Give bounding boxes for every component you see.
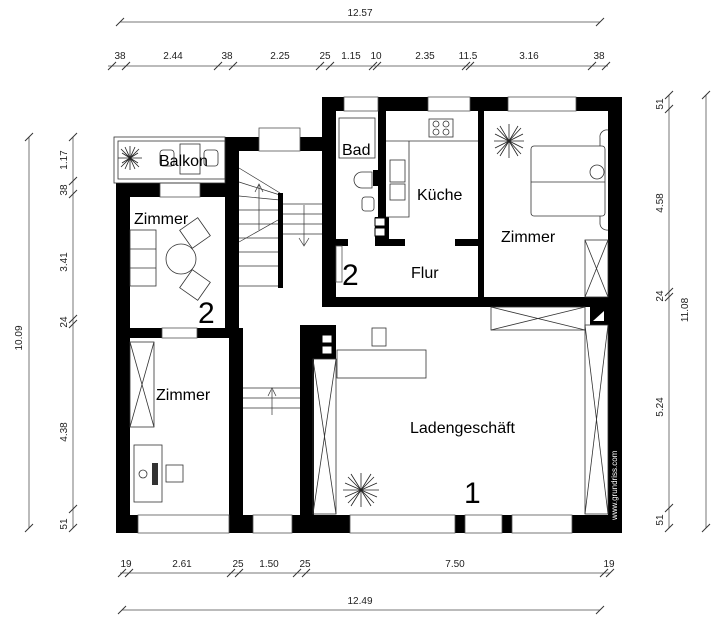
dim-left-total: 10.09 (14, 325, 25, 350)
dim-left-seg-4: 4.38 (59, 422, 70, 442)
dim-top-seg-10: 38 (593, 51, 605, 62)
dim-top-seg-6: 10 (370, 51, 382, 62)
dim-top-seg-9: 3.16 (519, 51, 539, 62)
plant-icon (494, 124, 524, 158)
plant-icon (343, 473, 379, 507)
dim-left-seg-2: 3.41 (59, 252, 70, 272)
dim-top-seg-2: 38 (221, 51, 233, 62)
unit-number-1: 1 (464, 477, 481, 510)
room-bad: Bad (338, 117, 386, 237)
room-label-zimmer-right: Zimmer (501, 229, 556, 246)
room-label-balkon: Balkon (159, 153, 208, 170)
dim-bottom-seg-6: 19 (603, 559, 615, 570)
bottom-dimensions: 19 2.61 25 1.50 25 7.50 19 12.49 (117, 559, 615, 615)
right-dimensions: 51 4.58 24 5.24 51 11.08 (655, 90, 711, 533)
dim-bottom-seg-1: 2.61 (172, 559, 192, 570)
staircase (238, 167, 322, 415)
watermark: www.grundriss.com (610, 450, 619, 521)
dim-top-seg-3: 2.25 (270, 51, 290, 62)
dim-top-seg-8: 11.5 (459, 51, 478, 62)
dim-left-seg-5: 51 (59, 518, 70, 530)
dim-bottom-seg-3: 1.50 (259, 559, 279, 570)
room-label-ladengeschaeft: Ladengeschäft (410, 420, 516, 437)
room-label-flur: Flur (411, 265, 439, 282)
room-zimmer-upper-left: Zimmer 2 (129, 211, 215, 330)
dim-top-seg-4: 25 (319, 51, 331, 62)
room-ladengeschaeft: Ladengeschäft 1 (312, 306, 609, 515)
room-flur: 2 Flur (335, 245, 439, 292)
dim-right-seg-1: 4.58 (655, 193, 666, 213)
balcony: Balkon (113, 136, 226, 184)
room-label-zimmer-lower-left: Zimmer (156, 387, 211, 404)
dim-top-seg-0: 38 (114, 51, 126, 62)
dim-top-seg-7: 2.35 (415, 51, 435, 62)
dim-left-seg-1: 38 (59, 184, 70, 196)
dim-left-seg-0: 1.17 (59, 150, 70, 170)
dim-right-seg-4: 51 (655, 514, 666, 526)
room-zimmer-right: Zimmer (494, 124, 609, 298)
dim-right-seg-3: 5.24 (655, 397, 666, 417)
dim-right-total: 11.08 (680, 297, 691, 322)
room-label-bad: Bad (342, 142, 370, 159)
room-zimmer-lower-left: Zimmer (129, 341, 211, 503)
room-label-zimmer-upper-left: Zimmer (134, 211, 189, 228)
room-kueche: Küche (386, 118, 478, 218)
unit-number-2-flur: 2 (342, 259, 359, 292)
dim-bottom-seg-2: 25 (232, 559, 244, 570)
top-dimensions: 12.57 38 2.44 38 2.25 25 1.15 10 2.35 11… (107, 8, 611, 71)
dim-top-seg-5: 1.15 (341, 51, 361, 62)
room-label-kueche: Küche (417, 187, 462, 204)
dim-bottom-total: 12.49 (347, 596, 372, 607)
walls (116, 97, 622, 533)
dim-right-seg-0: 51 (655, 98, 666, 110)
dim-top-seg-1: 2.44 (163, 51, 183, 62)
dim-bottom-seg-5: 7.50 (445, 559, 465, 570)
dim-top-total: 12.57 (347, 8, 372, 19)
plant-icon (118, 146, 142, 170)
unit-number-2-left: 2 (198, 297, 215, 330)
dim-left-seg-3: 24 (59, 316, 70, 328)
dim-bottom-seg-4: 25 (299, 559, 311, 570)
dim-bottom-seg-0: 19 (120, 559, 132, 570)
windows (137, 96, 577, 534)
left-dimensions: 10.09 1.17 38 3.41 24 4.38 51 (14, 132, 78, 533)
dim-right-seg-2: 24 (655, 290, 666, 302)
